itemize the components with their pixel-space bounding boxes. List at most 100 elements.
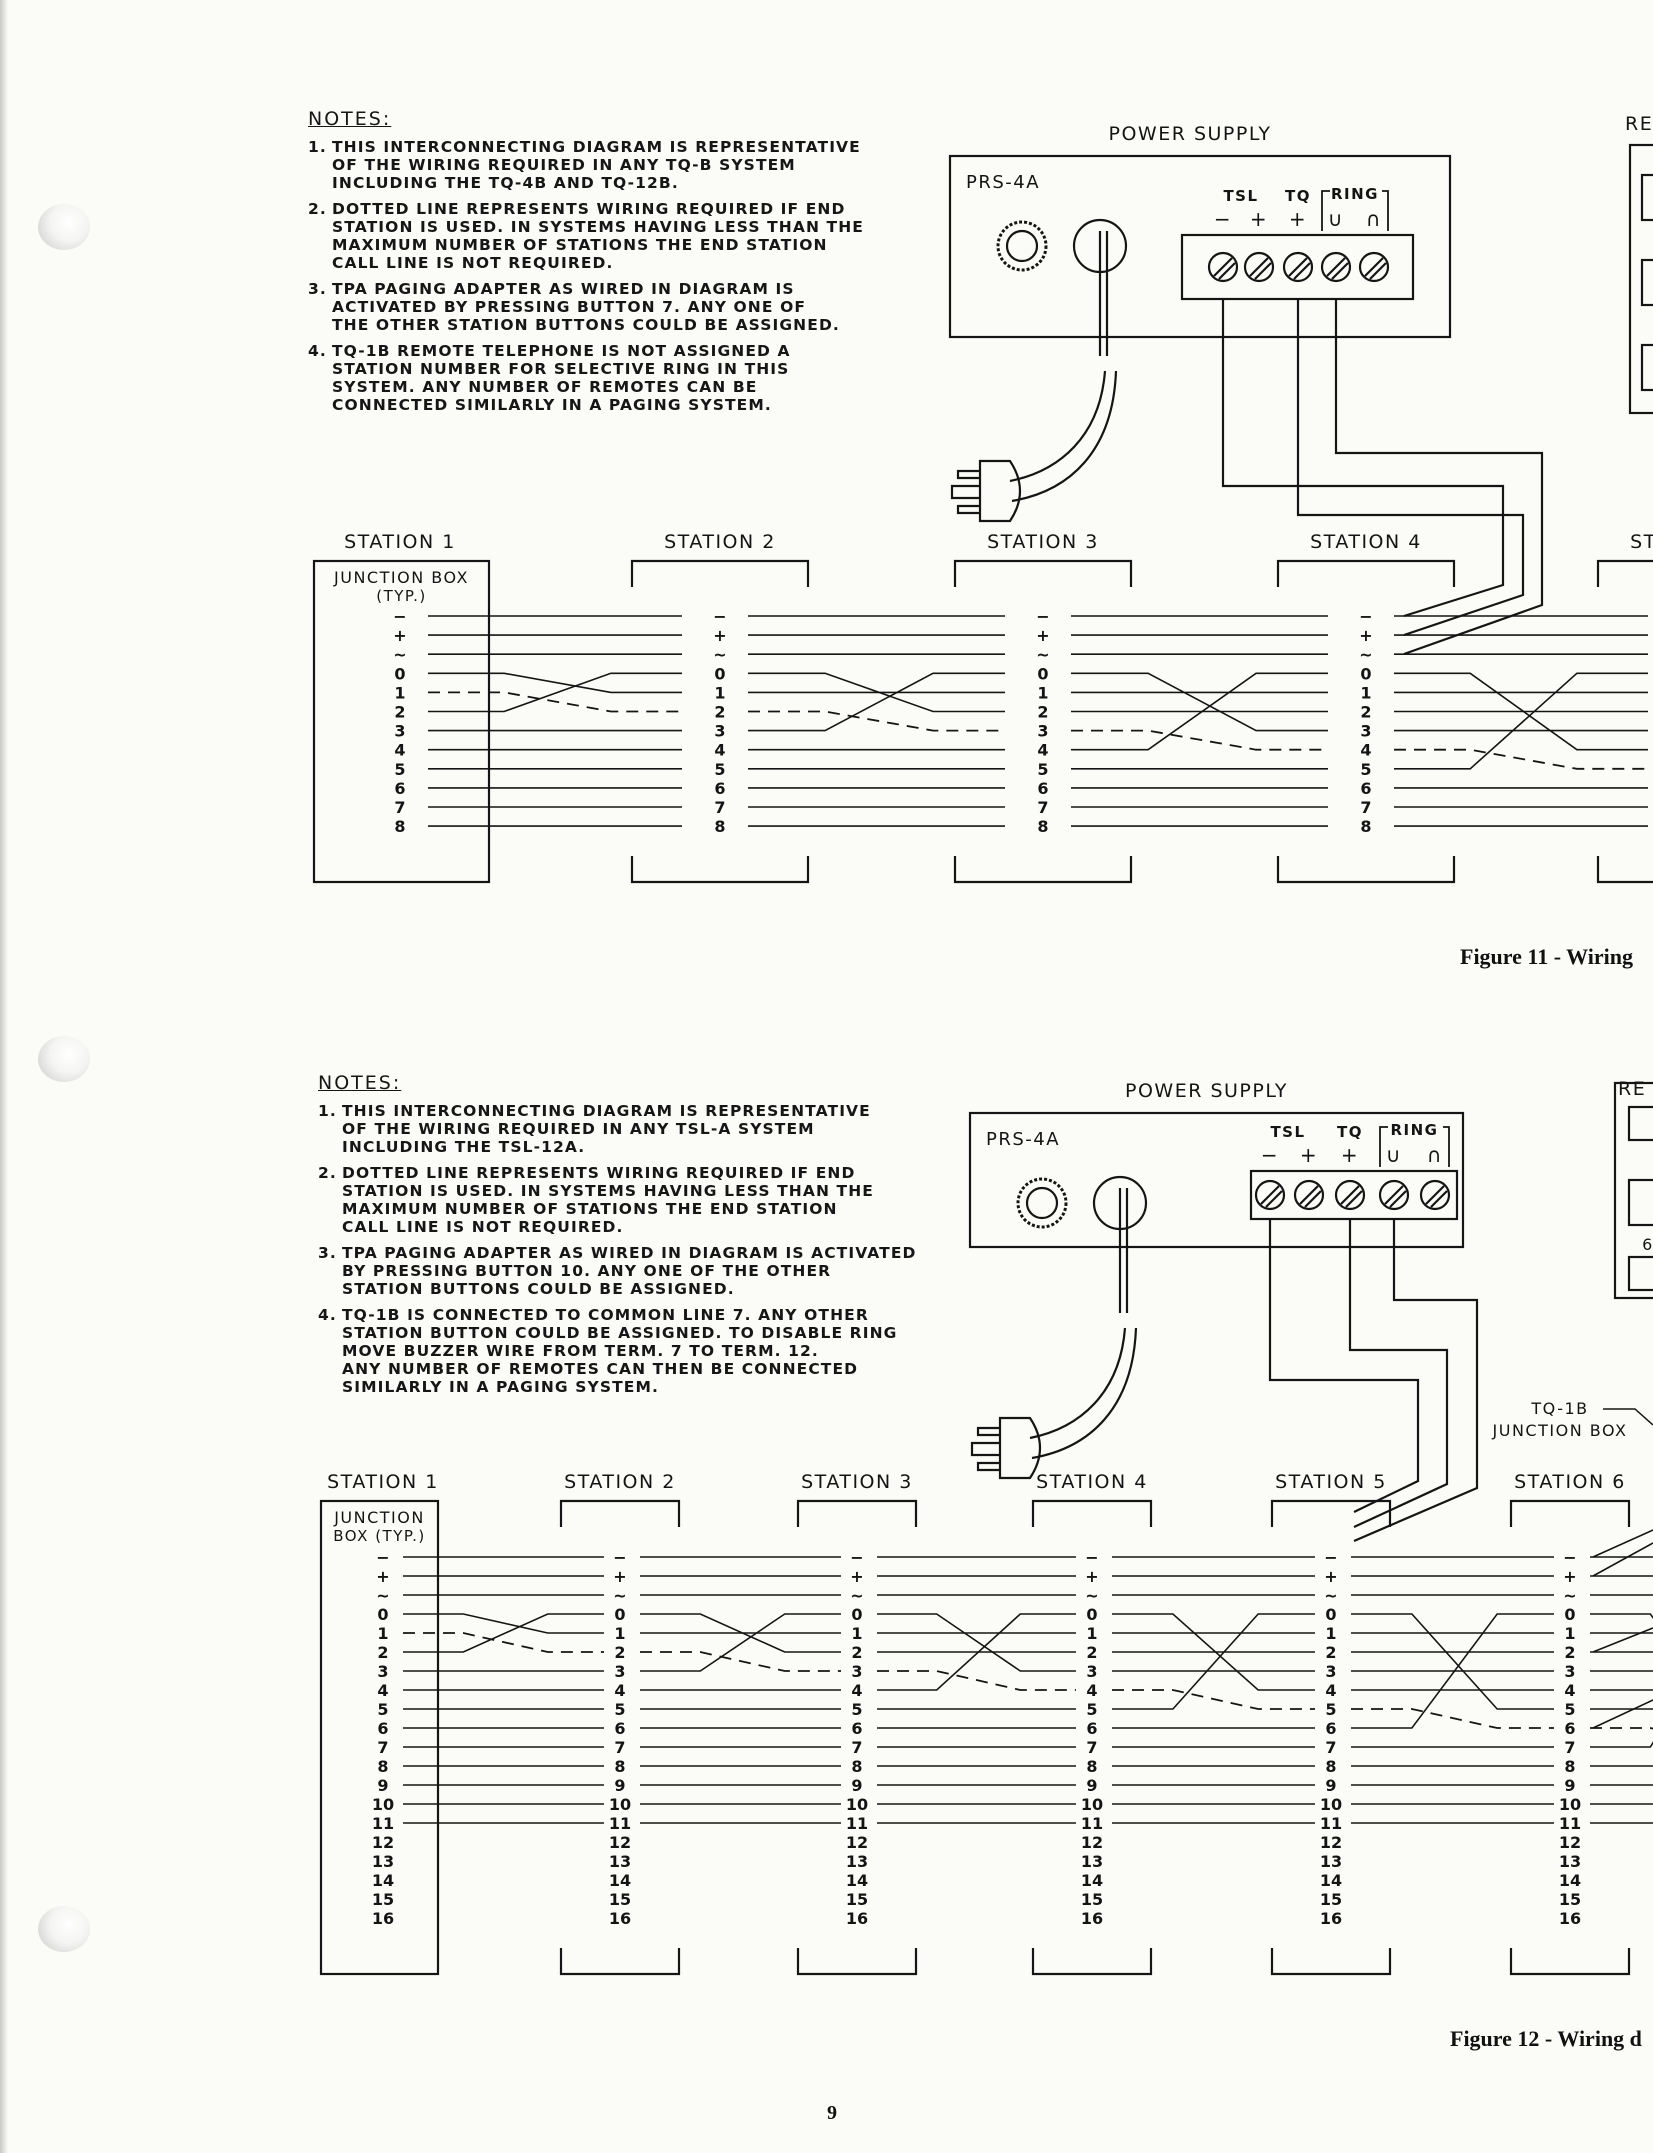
- wire: [403, 1613, 604, 1634]
- terminal-number: 1: [1564, 1624, 1575, 1643]
- dashed-wire: [877, 1670, 1076, 1691]
- note-line: INCLUDING THE TSL-12A.: [342, 1138, 586, 1156]
- junction-bracket-top: [1276, 559, 1456, 587]
- terminal-number: 5: [1037, 760, 1048, 779]
- terminal-number: 6: [851, 1719, 862, 1738]
- terminal-number: 2: [714, 703, 725, 722]
- terminal-number: 3: [1564, 1662, 1575, 1681]
- note-line: INCLUDING THE TQ-4B AND TQ-12B.: [332, 174, 679, 192]
- junction-bracket-bottom: [630, 856, 810, 884]
- terminal-number: 13: [1559, 1852, 1581, 1871]
- fig11-notes: NOTES: 1.THIS INTERCONNECTING DIAGRAM IS…: [308, 110, 864, 422]
- note-item: 2.DOTTED LINE REPRESENTS WIRING REQUIRED…: [318, 1164, 916, 1236]
- note-line: MAXIMUM NUMBER OF STATIONS THE END STATI…: [332, 236, 828, 254]
- terminal-number: 7: [614, 1738, 625, 1757]
- junction-bracket-bottom: [1270, 1948, 1392, 1976]
- note-line: STATION BUTTON COULD BE ASSIGNED. TO DIS…: [342, 1324, 898, 1342]
- wire: [1590, 1741, 1653, 1748]
- ring-bracket: [1321, 190, 1389, 231]
- junction-bracket-bottom: [559, 1948, 681, 1976]
- terminal-number: 5: [394, 760, 405, 779]
- dashed-wire: [1112, 1689, 1315, 1710]
- terminal-number: ~: [1563, 1586, 1576, 1605]
- note-line: CALL LINE IS NOT REQUIRED.: [332, 254, 614, 272]
- terminal-number: 10: [846, 1795, 868, 1814]
- terminal-number: 2: [1360, 703, 1371, 722]
- junction-bracket-bottom: [1031, 1948, 1153, 1976]
- wire: [403, 1613, 604, 1653]
- power-supply-model: PRS-4A: [966, 172, 1040, 193]
- terminal-number: 14: [609, 1871, 631, 1890]
- terminal-number: ~: [1359, 645, 1372, 664]
- junction-bracket-bottom: [1596, 856, 1653, 884]
- note-item: 1.THIS INTERCONNECTING DIAGRAM IS REPRES…: [318, 1102, 916, 1156]
- terminal-number: 7: [714, 798, 725, 817]
- terminal-number: 6: [1325, 1719, 1336, 1738]
- terminal-number: 1: [714, 683, 725, 702]
- terminal-number: 3: [614, 1662, 625, 1681]
- remote-box: [1613, 1081, 1653, 1300]
- plug-icon: [970, 1416, 1041, 1480]
- note-line: STATION BUTTONS COULD BE ASSIGNED.: [342, 1280, 735, 1298]
- station-label: STATION 1: [344, 531, 456, 553]
- terminal-number: 2: [1037, 703, 1048, 722]
- power-wire: [1334, 299, 1544, 656]
- terminal-sign: −: [1214, 207, 1232, 231]
- remote-station-button: [1627, 1255, 1653, 1292]
- terminal-number: 0: [851, 1605, 862, 1624]
- terminal-number: 8: [1086, 1757, 1097, 1776]
- terminal-header-tsl: TSL: [1270, 1123, 1305, 1141]
- station-label: STATION 5: [1275, 1471, 1387, 1493]
- note-item: 3.TPA PAGING ADAPTER AS WIRED IN DIAGRAM…: [318, 1244, 916, 1298]
- terminal-number: 9: [1086, 1776, 1097, 1795]
- screw-slot: [1293, 262, 1311, 280]
- terminal-number: 16: [846, 1909, 868, 1928]
- terminal-number: 5: [614, 1700, 625, 1719]
- terminal-number: 0: [614, 1605, 625, 1624]
- wire: [1394, 672, 1648, 770]
- terminal-number: 6: [1086, 1719, 1097, 1738]
- terminal-sign: ∪: [1386, 1143, 1402, 1167]
- terminal-number: −: [1324, 1548, 1337, 1567]
- terminal-number: 2: [851, 1643, 862, 1662]
- terminal-number: 16: [1081, 1909, 1103, 1928]
- terminal-number: 1: [394, 683, 405, 702]
- screw-slot: [1384, 1185, 1404, 1205]
- terminal-number: 2: [1564, 1643, 1575, 1662]
- terminal-number: 16: [1320, 1909, 1342, 1928]
- binder-hole: [38, 1036, 90, 1082]
- terminal-number: 16: [1559, 1909, 1581, 1928]
- terminal-number: −: [613, 1548, 626, 1567]
- junction-bracket-top: [796, 1499, 918, 1527]
- plug-icon: [950, 459, 1021, 523]
- terminal-number: 6: [1037, 779, 1048, 798]
- terminal-number: 1: [1325, 1624, 1336, 1643]
- junction-bracket-top: [1596, 559, 1653, 587]
- note-number: 1.: [308, 138, 327, 156]
- screw-slot: [1326, 257, 1346, 277]
- terminal-number: 7: [377, 1738, 388, 1757]
- terminal-number: 14: [1320, 1871, 1342, 1890]
- terminal-number: 12: [1559, 1833, 1581, 1852]
- note-item: 3.TPA PAGING ADAPTER AS WIRED IN DIAGRAM…: [308, 280, 864, 334]
- terminal-number: −: [1563, 1548, 1576, 1567]
- terminal-number: 2: [1325, 1643, 1336, 1662]
- terminal-number: 14: [1559, 1871, 1581, 1890]
- terminal-number: 0: [1325, 1605, 1336, 1624]
- terminal-number: 15: [1081, 1890, 1103, 1909]
- note-line: TPA PAGING ADAPTER AS WIRED IN DIAGRAM I…: [332, 280, 795, 298]
- terminal-number: 6: [1360, 779, 1371, 798]
- terminal-number: 11: [1081, 1814, 1103, 1833]
- terminal-number: 7: [1564, 1738, 1575, 1757]
- terminal-number: −: [1036, 607, 1049, 626]
- terminal-number: 1: [1360, 683, 1371, 702]
- dashed-wire: [1351, 1708, 1554, 1729]
- remote-wire: [1592, 1542, 1653, 1577]
- knob-icon: [1005, 229, 1039, 263]
- screw-slot: [1265, 1190, 1283, 1208]
- terminal-number: 8: [1325, 1757, 1336, 1776]
- wire: [428, 672, 682, 713]
- terminal-number: −: [850, 1548, 863, 1567]
- terminal-number: 3: [377, 1662, 388, 1681]
- wire: [1071, 672, 1328, 732]
